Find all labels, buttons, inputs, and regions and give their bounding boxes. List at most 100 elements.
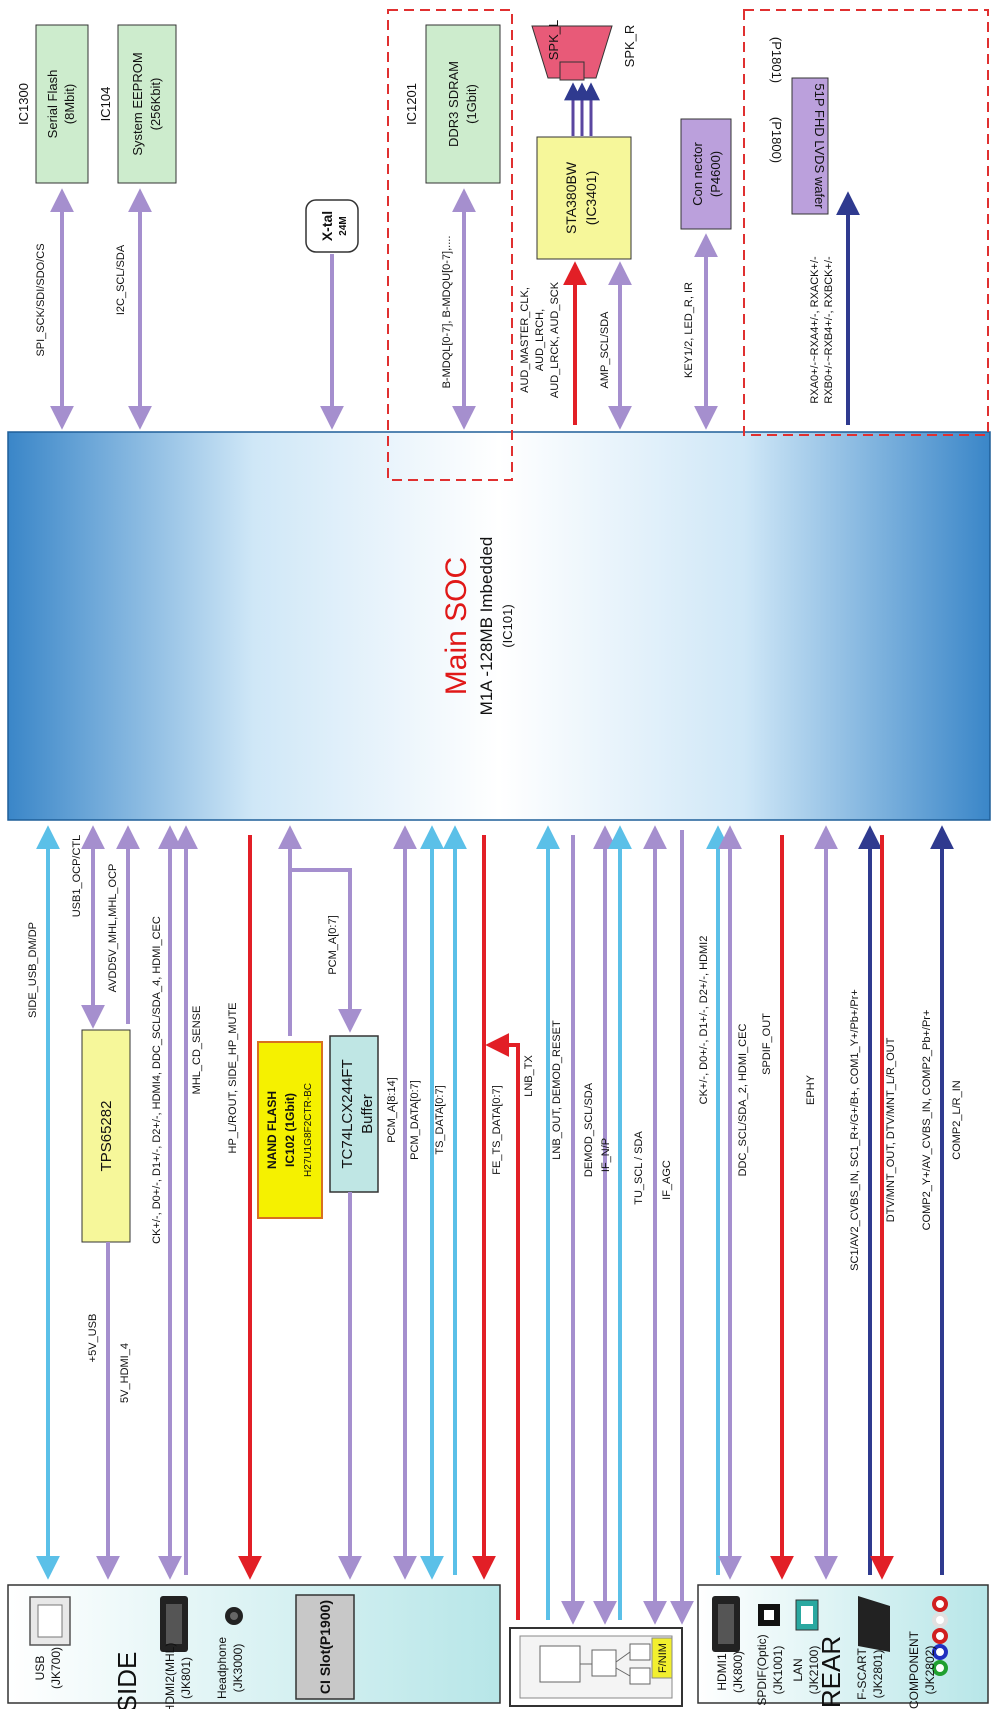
headphone-ref: (JK3000) <box>231 1644 245 1693</box>
component-label: COMPONENT <box>907 1630 921 1709</box>
ic104-size: (256Kbit) <box>148 78 163 131</box>
ic1300-ref: IC1300 <box>16 83 31 125</box>
if-np-label: IF_N/P <box>600 1138 612 1172</box>
ic1300-size: (8Mbit) <box>62 84 77 124</box>
soc-subtitle: M1A -128MB Imbedded <box>477 537 496 716</box>
hdmi2-port-icon <box>160 1596 188 1652</box>
pcm-a-route <box>288 868 362 1036</box>
comp2-lr-label: COMP2_L/R_IN <box>951 1080 963 1160</box>
buffer-name: TC74LCX244FT <box>339 1059 356 1168</box>
fe-ts-branch <box>485 1033 520 1620</box>
soc-ref: (IC101) <box>500 604 515 647</box>
nand-part: H27U1G8F2CTR-BC <box>303 1083 314 1177</box>
connector-name: Con nector <box>690 142 705 206</box>
fe-ts-label: FE_TS_DATA[0:7] <box>491 1085 503 1174</box>
scart-in-label: SC1/AV2_CVBS_IN, SC1_R+/G+/B+, COM1_Y+/P… <box>849 989 861 1271</box>
component-jacks-icon <box>932 1596 948 1676</box>
side-panel: SIDE USB (JK700) HDMI2(MHL) (JK801) Head… <box>7 1584 501 1709</box>
p1800-label: (P1800) <box>769 117 784 163</box>
tps-name: TPS65282 <box>98 1101 115 1172</box>
hdmi1-port-icon <box>712 1596 740 1652</box>
ic104-ref: IC104 <box>98 87 113 122</box>
tuner-nim-block: F/NIM <box>509 1627 683 1707</box>
ephy-label: EPHY <box>805 1074 817 1105</box>
scart-out-label: DTV/MNT_OUT, DTV/MNT_L/R_OUT <box>885 1037 897 1222</box>
amp-sig: AMP_SCL/SDA <box>599 311 611 389</box>
lvds-fhd-label: 51P FHD LVDS wafer <box>812 83 827 209</box>
hdmi1-label: HDMI1 <box>715 1653 729 1691</box>
hdmi2-port-label: HDMI2(MHL) <box>163 1643 177 1709</box>
connector-ref: (P4600) <box>708 151 723 197</box>
sta380bw-amp: STA380BW (IC3401) <box>536 136 632 260</box>
usb1-ocp-label: USB1_OCP/CTL <box>71 835 83 918</box>
headphone-jack-icon <box>225 1607 243 1625</box>
spdif-label: SPDIF(Optic) <box>755 1634 769 1705</box>
usb-ref: (JK700) <box>49 1647 63 1689</box>
connector-p4600: Con nector (P4600) <box>680 118 732 230</box>
hdmi4-label: CK+/-, D0+/-, D1+/-, D2+/-, HDMI4, DDC_S… <box>151 916 163 1244</box>
lvds-hd-wafer <box>792 52 828 54</box>
xtal-name: X-tal <box>319 211 335 241</box>
usb-label: USB <box>33 1656 47 1681</box>
scart-ref: (JK2801) <box>871 1650 885 1699</box>
lnb-out-label: LNB_OUT, DEMOD_RESET <box>551 1020 563 1160</box>
rear-panel: REAR HDMI1 (JK800) SPDIF(Optic) (JK1001)… <box>697 1584 989 1709</box>
ic1201-name: DDR3 SDRAM <box>446 61 461 147</box>
spk-r-label: SPK_R <box>622 25 637 68</box>
speaker-icon <box>531 25 613 81</box>
p1801-label: (P1801) <box>769 37 784 83</box>
ic104-name: System EEPROM <box>130 52 145 155</box>
ddr3-dashed-group <box>387 9 513 481</box>
comp2-label: COMP2_Y+/AV_CVBS_IN, COMP2_Pb+/Pr+ <box>921 1010 933 1231</box>
lvds-sig-2: RXB0+/-~RXB4+/-, RXBCK+/- <box>823 256 835 404</box>
tps65282-block: TPS65282 <box>81 1029 131 1243</box>
component-ref: (JK2802) <box>923 1646 937 1695</box>
aud-sig-2: AUD_LRCH, <box>534 309 546 371</box>
i2c-label: I2C_SCL/SDA <box>115 244 127 315</box>
spi-label: SPI_SCK/SDI/SDO/CS <box>35 243 47 356</box>
sta380-ref: (IC3401) <box>583 171 599 225</box>
v5-hdmi4-label: 5V_HDMI_4 <box>119 1343 131 1403</box>
side-title: SIDE <box>112 1652 142 1709</box>
buffer-block: TC74LCX244FT Buffer <box>329 1035 379 1193</box>
ic104-eeprom: IC104 System EEPROM (256Kbit) <box>98 24 177 184</box>
tu-label: TU_SCL / SDA <box>633 1131 645 1205</box>
nand-ic: IC102 (1Gbit) <box>283 1093 297 1167</box>
tuner-label: F/NIM <box>657 1643 669 1673</box>
demod-label: DEMOD_SCL/SDA <box>583 1082 595 1177</box>
spdif-out-label: SPDIF_OUT <box>761 1013 773 1075</box>
lnb-tx-label: LNB_TX <box>523 1055 535 1097</box>
nand-title: NAND FLASH <box>265 1091 279 1169</box>
spdif-ref: (JK1001) <box>771 1646 785 1695</box>
pcm-data-label: PCM_DATA[0:7] <box>409 1080 421 1160</box>
aud-sig-3: AUD_LRCK, AUD_SCK <box>549 281 561 398</box>
nand-flash-block: NAND FLASH IC102 (1Gbit) H27U1G8F2CTR-BC <box>257 1041 323 1219</box>
key-label: KEY1/2, LED_R, IR <box>683 282 695 378</box>
lvds-fhd-wafer: 51P FHD LVDS wafer <box>791 77 829 215</box>
if-agc-label: IF_AGC <box>661 1160 673 1200</box>
lan-label: LAN <box>791 1658 805 1681</box>
hdmi1-ref: (JK800) <box>731 1651 745 1693</box>
mhl-cd-label: MHL_CD_SENSE <box>191 1006 203 1095</box>
hdmi2-sig-label: CK+/-, D0+/-, D1+/-, D2+/-, HDMI2 <box>698 936 710 1105</box>
ic1201-ddr3: IC1201 DDR3 SDRAM (1Gbit) <box>404 24 501 184</box>
ic1201-size: (1Gbit) <box>464 84 479 124</box>
headphone-label: Headphone <box>215 1637 229 1699</box>
usb-port-icon <box>29 1596 71 1646</box>
lvds-sig-1: RXA0+/-~RXA4+/-, RXACK+/- <box>809 256 821 404</box>
ic1300-serial-flash: IC1300 Serial Flash (8Mbit) <box>16 24 89 184</box>
rear-title: REAR <box>816 1636 846 1708</box>
ci-slot-label: CI Slot(P1900) <box>317 1600 333 1694</box>
scart-label: F-SCART <box>855 1647 869 1699</box>
hdmi2-port-ref: (JK801) <box>179 1657 193 1699</box>
buffer-sub: Buffer <box>359 1094 376 1134</box>
ddr-label: B-MDQL[0-7], B-MDQU[0-7],.... <box>441 236 453 389</box>
ddc2-label: DDC_SCL/SDA_2, HDMI_CEC <box>737 1024 749 1177</box>
xtal-freq: 24M <box>338 216 349 235</box>
ic1201-ref: IC1201 <box>404 83 419 125</box>
hp-label: HP_L/ROUT, SIDE_HP_MUTE <box>227 1003 239 1154</box>
main-soc-block: Main SOC M1A -128MB Imbedded (IC101) <box>7 431 991 821</box>
xtal-block: X-tal 24M <box>305 199 359 253</box>
lvds-dashed-group <box>743 9 989 436</box>
